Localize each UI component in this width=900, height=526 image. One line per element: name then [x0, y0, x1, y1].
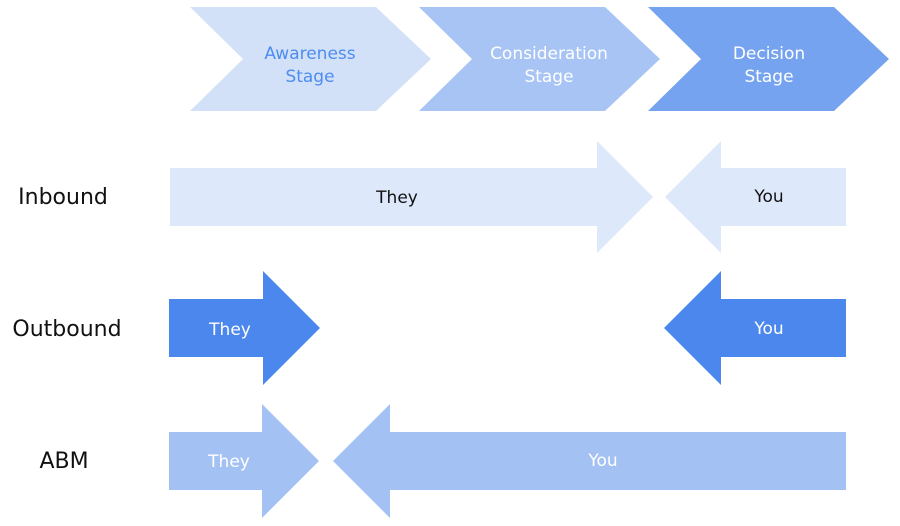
- stage-decision: Decision Stage: [648, 7, 889, 111]
- stage-awareness-line1: Awareness: [264, 44, 355, 64]
- row-abm-label: ABM: [39, 449, 88, 474]
- stage-awareness: Awareness Stage: [190, 7, 431, 111]
- row-abm: ABM They You: [39, 404, 846, 518]
- stage-consideration-line1: Consideration: [490, 44, 608, 64]
- row-inbound: Inbound They You: [18, 141, 846, 253]
- stage-consideration: Consideration Stage: [419, 7, 660, 111]
- abm-you-arrow: [333, 404, 846, 518]
- outbound-they-label: They: [208, 320, 251, 340]
- row-outbound-label: Outbound: [12, 317, 121, 342]
- stage-decision-line2: Stage: [744, 67, 793, 87]
- stage-consideration-line2: Stage: [524, 67, 573, 87]
- abm-they-label: They: [207, 452, 250, 472]
- inbound-you-label: You: [753, 187, 783, 207]
- inbound-they-label: They: [375, 188, 418, 208]
- outbound-you-label: You: [753, 319, 783, 339]
- stage-consideration-chevron: [419, 7, 660, 111]
- stage-decision-chevron: [648, 7, 889, 111]
- abm-they-arrow: [169, 404, 319, 518]
- row-outbound: Outbound They You: [12, 271, 846, 385]
- outbound-they-arrow: [169, 271, 320, 385]
- stage-decision-line1: Decision: [733, 44, 805, 64]
- row-inbound-label: Inbound: [18, 185, 108, 210]
- abm-you-label: You: [587, 451, 617, 471]
- inbound-you-arrow: [665, 141, 846, 253]
- inbound-they-arrow: [170, 141, 653, 253]
- outbound-you-arrow: [664, 271, 846, 385]
- stage-awareness-chevron: [190, 7, 431, 111]
- stage-awareness-line2: Stage: [285, 67, 334, 87]
